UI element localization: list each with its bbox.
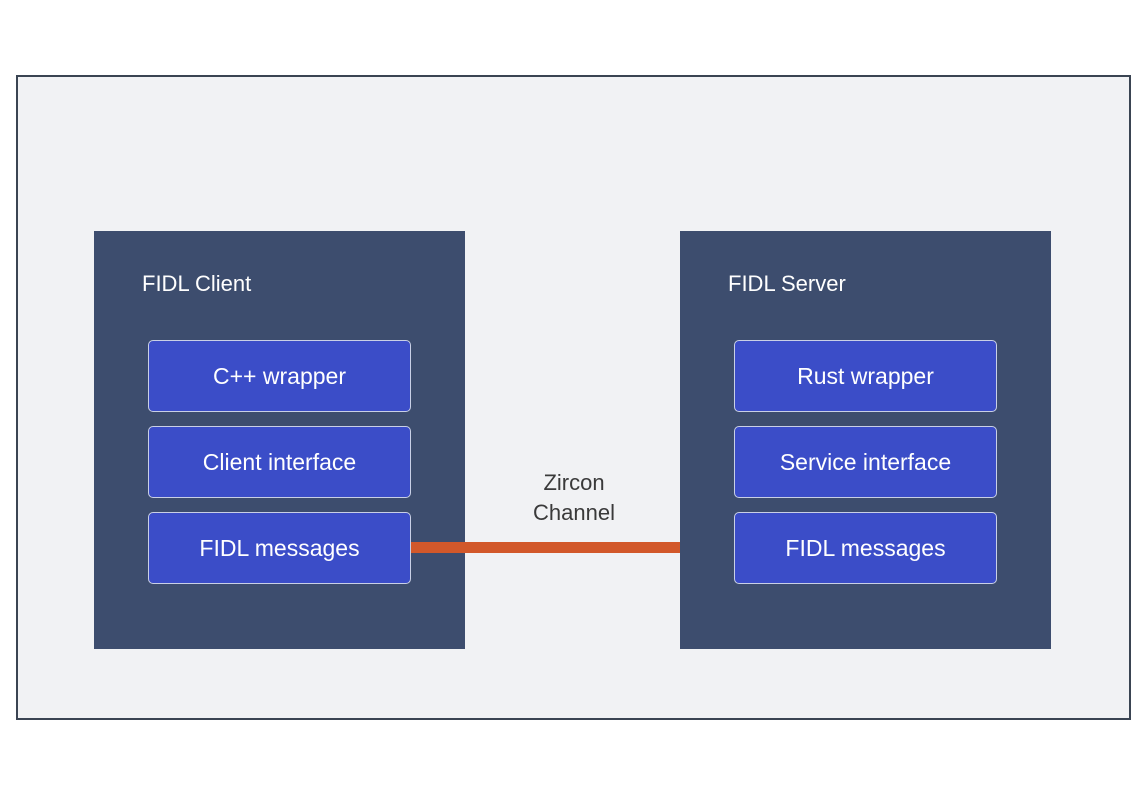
zircon-channel-line	[411, 542, 735, 553]
client-fidl-messages-block: FIDL messages	[148, 512, 411, 584]
server-rust-wrapper-block: Rust wrapper	[734, 340, 997, 412]
server-service-interface-block: Service interface	[734, 426, 997, 498]
server-panel-title: FIDL Server	[728, 271, 846, 296]
channel-label-line2: Channel	[533, 500, 615, 525]
fidl-server-panel: FIDL Server Rust wrapper Service interfa…	[680, 231, 1051, 649]
zircon-channel-label: Zircon Channel	[500, 468, 648, 528]
server-fidl-messages-block: FIDL messages	[734, 512, 997, 584]
fidl-client-panel: FIDL Client C++ wrapper Client interface…	[94, 231, 465, 649]
channel-label-line1: Zircon	[543, 470, 605, 495]
client-interface-block: Client interface	[148, 426, 411, 498]
client-panel-title: FIDL Client	[142, 271, 252, 296]
client-cpp-wrapper-block: C++ wrapper	[148, 340, 411, 412]
